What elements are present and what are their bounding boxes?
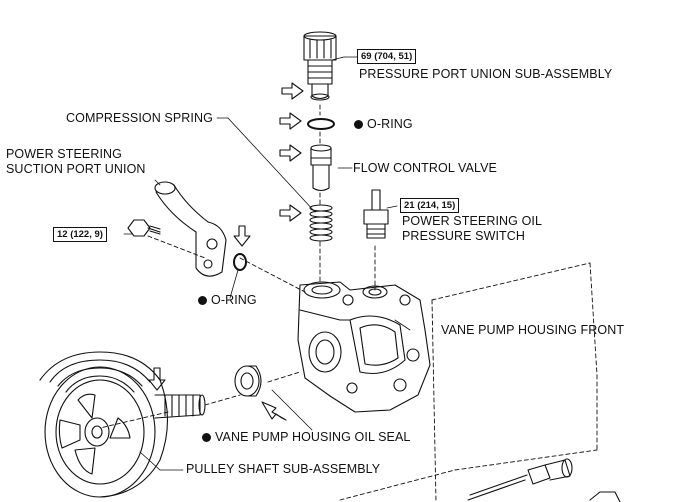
label-o-ring-left-text: O-RING	[211, 293, 257, 307]
o-ring-left-drawing	[233, 253, 247, 271]
torque-spec-union-bolt: 12 (122, 9)	[53, 227, 107, 242]
arrow-down-icon	[148, 367, 166, 391]
arrow-up-left-icon	[261, 401, 287, 421]
label-o-ring-top-text: O-RING	[367, 117, 413, 131]
bullet-icon	[198, 296, 207, 305]
vane-pump-housing-drawing	[297, 281, 431, 413]
arrow-down-icon	[233, 225, 251, 247]
pressure-port-union-drawing	[303, 31, 337, 101]
label-oil-pressure-switch-line2: PRESSURE SWITCH	[402, 229, 526, 243]
label-flow-control-valve: FLOW CONTROL VALVE	[353, 161, 497, 175]
union-bolt-drawing	[127, 219, 161, 237]
label-vane-pump-housing-oil-seal: VANE PUMP HOUSING OIL SEAL	[202, 430, 410, 445]
arrow-right-icon	[279, 144, 302, 162]
torque-spec-pressure-port-union: 69 (704, 51)	[357, 49, 417, 64]
pulley-drawing	[39, 351, 206, 498]
label-suction-port-union-line1: POWER STEERING	[6, 147, 122, 161]
oil-seal-drawing	[234, 365, 262, 397]
label-pulley-shaft: PULLEY SHAFT SUB-ASSEMBLY	[186, 462, 381, 476]
mounting-bolts-drawing	[467, 458, 621, 502]
o-ring-top-drawing	[307, 118, 335, 130]
direction-arrows	[148, 82, 304, 421]
leader-lines	[123, 56, 411, 471]
torque-spec-oil-pressure-switch: 21 (214, 15)	[400, 198, 460, 213]
label-oil-pressure-switch-line1: POWER STEERING OIL	[402, 214, 543, 228]
label-pressure-port-union: PRESSURE PORT UNION SUB-ASSEMBLY	[359, 67, 613, 81]
arrow-right-icon	[279, 204, 302, 222]
suction-port-union-drawing	[154, 181, 227, 277]
compression-spring-drawing	[309, 204, 333, 242]
bullet-icon	[354, 120, 363, 129]
label-o-ring-left: O-RING	[198, 293, 257, 308]
oil-pressure-switch-drawing	[363, 189, 389, 239]
label-vane-pump-housing-front: VANE PUMP HOUSING FRONT	[441, 323, 625, 337]
label-suction-port-union-line2: SUCTION PORT UNION	[6, 162, 146, 176]
flow-control-valve-drawing	[310, 144, 332, 192]
label-vane-pump-housing-oil-seal-text: VANE PUMP HOUSING OIL SEAL	[215, 430, 411, 444]
label-compression-spring: COMPRESSION SPRING	[66, 111, 213, 125]
bullet-icon	[202, 433, 211, 442]
label-o-ring-top: O-RING	[354, 117, 413, 132]
arrow-right-icon	[279, 112, 302, 130]
arrow-right-icon	[281, 82, 304, 100]
